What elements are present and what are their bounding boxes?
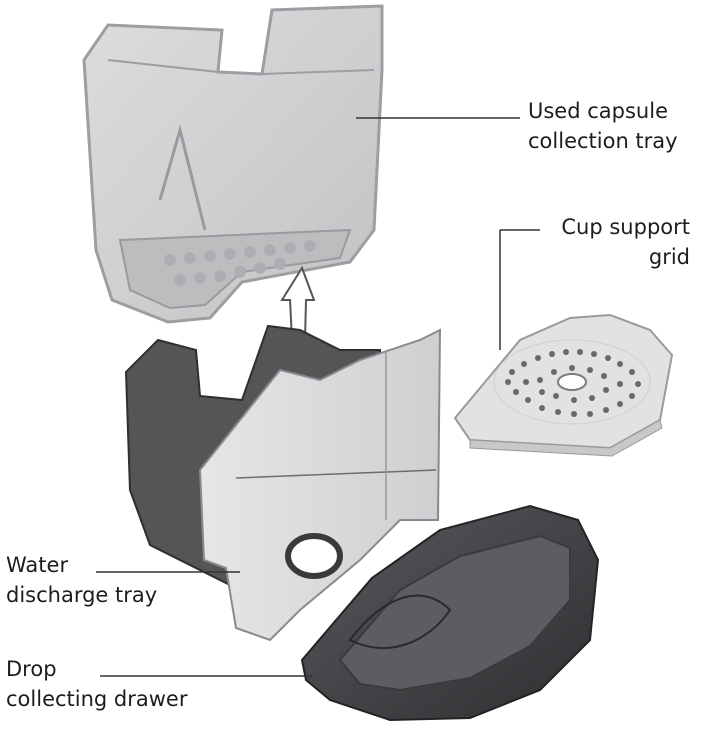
label-drop-collecting-drawer: Drop collecting drawer xyxy=(6,657,188,711)
leader-cup-support xyxy=(499,229,540,350)
leader-lines xyxy=(96,117,540,677)
label-water-discharge-tray: Water discharge tray xyxy=(6,553,158,607)
grid-holes xyxy=(505,349,641,417)
used-capsule-collection-tray xyxy=(82,4,384,324)
water-discharge-tray xyxy=(124,324,442,642)
drop-collecting-drawer xyxy=(300,504,600,722)
tray-holes xyxy=(164,240,316,286)
label-cup-support-grid: Cup support grid xyxy=(561,215,690,269)
label-used-capsule-tray: Used capsule collection tray xyxy=(528,99,678,153)
cup-support-grid xyxy=(453,313,674,457)
